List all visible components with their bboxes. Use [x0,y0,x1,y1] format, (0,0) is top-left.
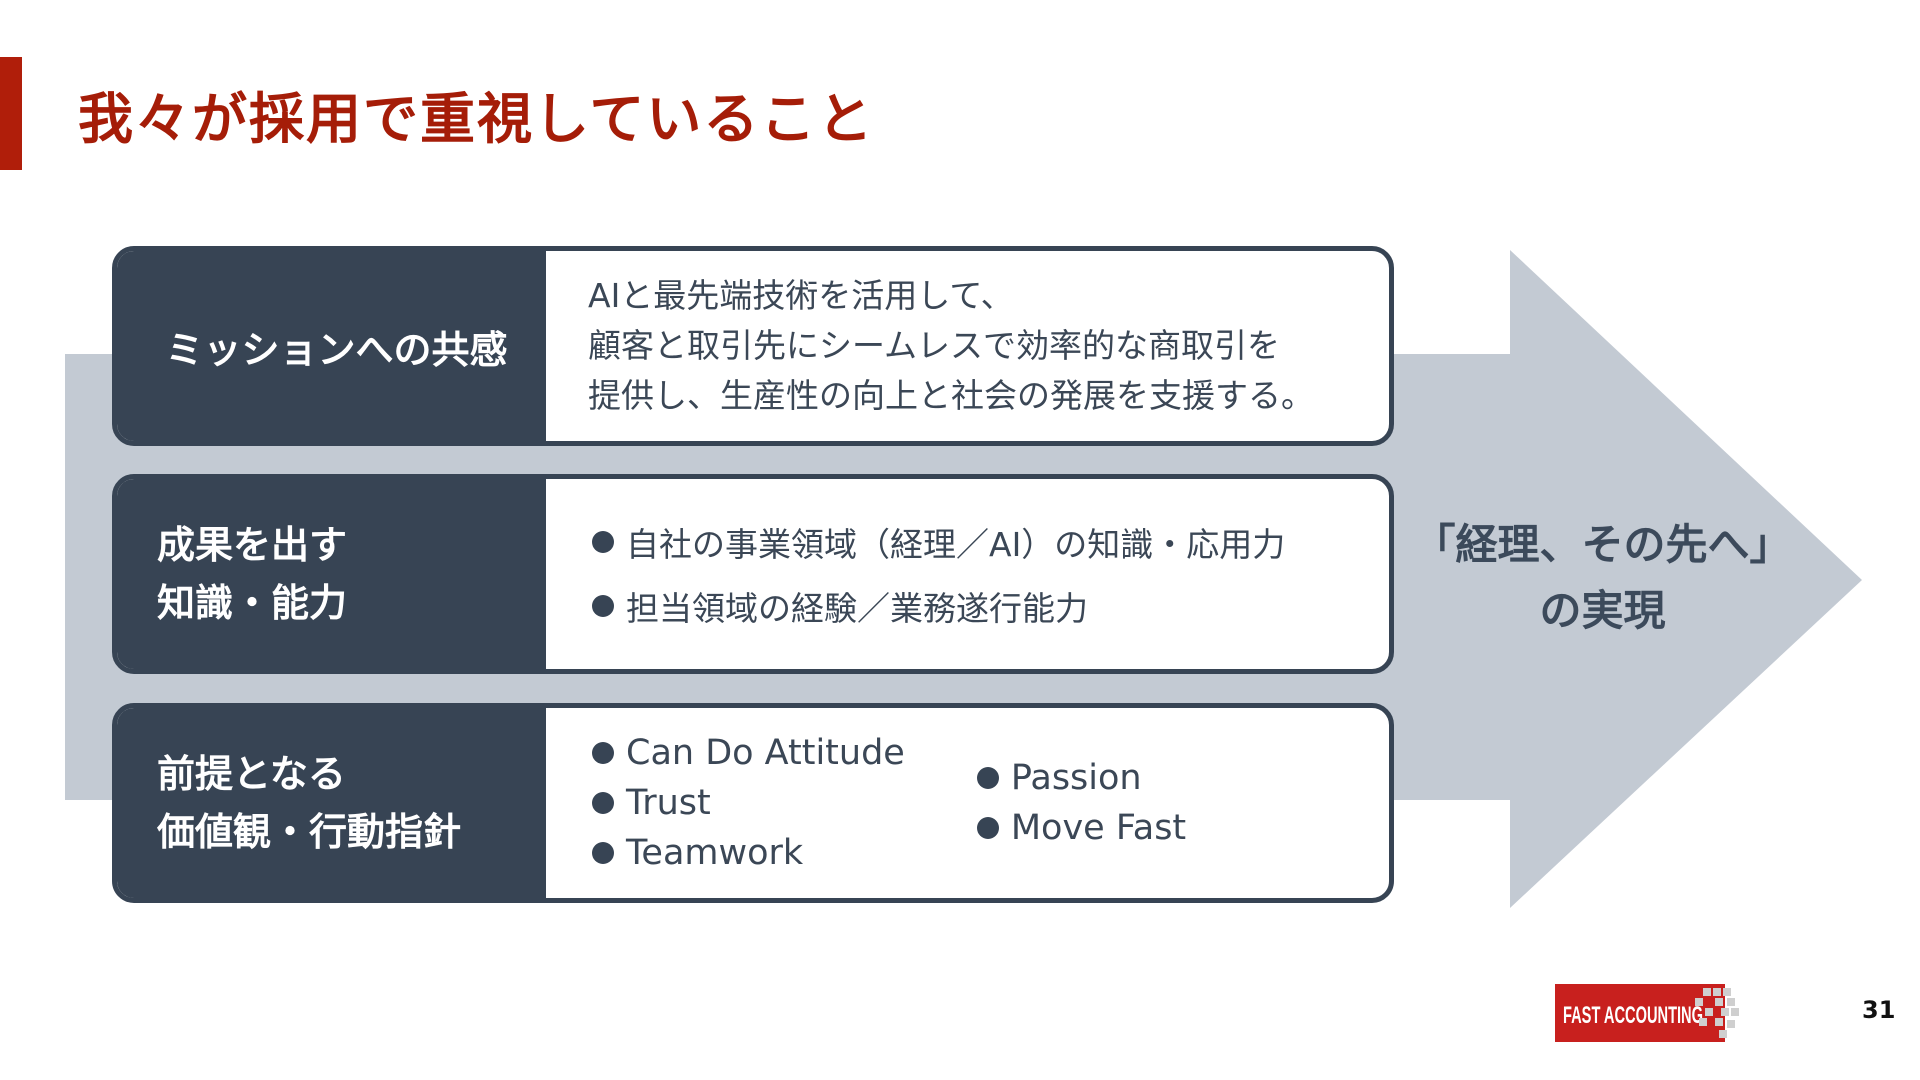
bullet-dot-icon [592,792,614,814]
bullet-dot-icon [976,767,999,789]
list-item: Move Fast [976,803,1187,853]
goal-line: の実現 [1539,586,1666,635]
values-column-1: Can Do Attitude Trust Teamwork [592,728,905,878]
bullet-dot-icon [592,842,614,864]
list-item-text: 自社の事業領域（経理／AI）の知識・応用力 [626,525,1286,564]
mission-label: ミッションへの共感 [165,327,508,372]
list-item-text: Can Do Attitude [626,733,905,773]
bullet-dot-icon [592,742,614,764]
list-item-text: Move Fast [1010,808,1187,848]
list-item: Trust [592,778,905,828]
mission-row: ミッションへの共感 AIと最先端技術を活用して、 顧客と取引先にシームレスで効率… [112,246,1394,446]
values-row: 前提となる 価値観・行動指針 Can Do Attitude Trust Tea… [112,703,1394,903]
mission-line: 顧客と取引先にシームレスで効率的な商取引を [588,326,1281,365]
values-list: Can Do Attitude Trust Teamwork Passion [546,708,1389,898]
skills-label-line: 知識・能力 [157,581,348,625]
mission-line: AIと最先端技術を活用して、 [588,276,1014,315]
list-item-text: Teamwork [626,833,804,873]
skills-label-box: 成果を出す 知識・能力 [117,479,546,669]
values-label-line: 価値観・行動指針 [157,810,462,854]
fast-accounting-logo: FAST ACCOUNTING [1555,984,1739,1042]
goal-statement: 「経理、その先へ」 の実現 [1405,512,1800,644]
list-item-text: 担当領域の経験／業務遂行能力 [626,589,1088,628]
list-item: 担当領域の経験／業務遂行能力 [592,574,1389,638]
skills-label-line: 成果を出す [157,523,348,567]
skills-list: 自社の事業領域（経理／AI）の知識・応用力 担当領域の経験／業務遂行能力 [546,479,1389,669]
list-item-text: Passion [1010,758,1142,798]
mission-line: 提供し、生産性の向上と社会の発展を支援する。 [588,376,1314,415]
mission-statement: AIと最先端技術を活用して、 顧客と取引先にシームレスで効率的な商取引を 提供し… [546,251,1389,441]
pixel-pattern-icon [1695,988,1739,1038]
page-number: 31 [1862,996,1896,1024]
goal-line: 「経理、その先へ」 [1413,520,1792,569]
bullet-dot-icon [592,531,614,553]
list-item: Teamwork [592,828,905,878]
values-column-2: Passion Move Fast [976,753,1187,853]
title-accent-bar [0,57,22,170]
values-label-line: 前提となる [157,752,346,796]
slide-title: 我々が採用で重視していること [78,87,875,151]
logo-text: FAST ACCOUNTING [1563,1002,1703,1029]
list-item: 自社の事業領域（経理／AI）の知識・応用力 [592,510,1389,574]
bullet-dot-icon [976,817,999,839]
values-label-box: 前提となる 価値観・行動指針 [117,708,546,898]
list-item: Can Do Attitude [592,728,905,778]
bullet-dot-icon [592,595,614,617]
list-item-text: Trust [626,783,711,823]
skills-row: 成果を出す 知識・能力 自社の事業領域（経理／AI）の知識・応用力 担当領域の経… [112,474,1394,674]
list-item: Passion [976,753,1186,803]
mission-label-box: ミッションへの共感 [117,251,546,441]
